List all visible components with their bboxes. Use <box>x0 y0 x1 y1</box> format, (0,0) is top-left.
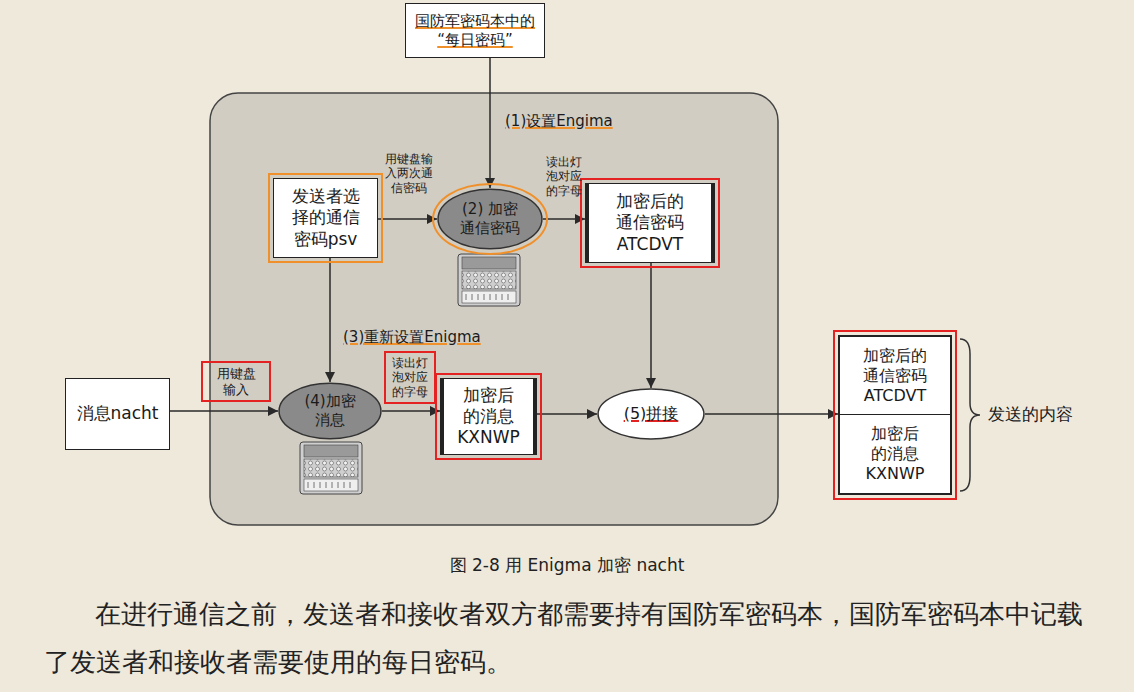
enigma-machine <box>300 442 362 494</box>
process-oval: (2) 加密 通信密码 <box>437 188 543 250</box>
node-label: (2) 加密 通信密码 <box>453 200 527 238</box>
edge-label: 用键盘输 入两次通 信密码 <box>383 152 435 195</box>
bracket-label: 发送的内容 <box>988 404 1073 425</box>
node-label: 加密后 的消息 KXNWP <box>448 385 529 449</box>
enigma-machine <box>458 254 520 306</box>
output-cell: 加密后的 通信密码 ATCDVT <box>840 337 950 415</box>
connector-arrow <box>543 218 585 220</box>
node-label: 加密后的 通信密码 ATCDVT <box>594 191 706 255</box>
process-box: 发送者选 择的通信 密码psv <box>273 178 378 258</box>
node-label: 加密后的 通信密码 ATCDVT <box>852 346 938 406</box>
edge-label: (3)重新设置Enigma <box>343 328 481 346</box>
connector-arrow <box>378 218 437 220</box>
data-box: 加密后的 通信密码 ATCDVT <box>585 183 715 263</box>
process-oval: (4)加密 消息 <box>278 382 382 440</box>
node-label: 发送者选 择的通信 密码psv <box>279 186 373 250</box>
edge-label: 读出灯 泡对应 的字母 <box>389 356 431 399</box>
edge-label: (1)设置Engima <box>505 112 613 130</box>
edge-label: 用键盘 输入 <box>206 366 266 397</box>
connector-arrow <box>650 263 652 388</box>
output-box: 发送的内容加密后的 通信密码 ATCDVT加密后 的消息 KXNWP <box>838 335 952 495</box>
node-label: 加密后 的消息 KXNWP <box>852 424 938 484</box>
process-oval: (5)拼接 <box>597 388 705 440</box>
node-label: (4)加密 消息 <box>294 392 367 430</box>
connector-arrow <box>170 410 278 412</box>
process-panel <box>210 93 778 525</box>
node-label: (5)拼接 <box>624 404 679 424</box>
codebook-box: 国防军密码本中的 “每日密码” <box>405 3 545 58</box>
node-label: 消息nacht <box>77 403 159 424</box>
edge-label: 读出灯 泡对应 的字母 <box>544 155 584 198</box>
connector-arrow <box>329 258 331 382</box>
connector-arrow <box>382 410 440 412</box>
brace <box>960 339 980 491</box>
connector-arrow <box>537 413 597 415</box>
message-box: 消息nacht <box>65 378 170 450</box>
connector-arrow <box>705 413 838 415</box>
node-label: 国防军密码本中的 “每日密码” <box>410 12 540 50</box>
figure-caption: 图 2-8 用 Enigma 加密 nacht <box>0 553 1134 577</box>
data-box: 加密后 的消息 KXNWP <box>440 378 537 455</box>
output-cell: 加密后 的消息 KXNWP <box>840 415 950 493</box>
body-paragraph: 在进行通信之前，发送者和接收者双方都需要持有国防军密码本，国防军密码本中记载了发… <box>44 590 1104 686</box>
connector-arrow <box>489 58 491 188</box>
